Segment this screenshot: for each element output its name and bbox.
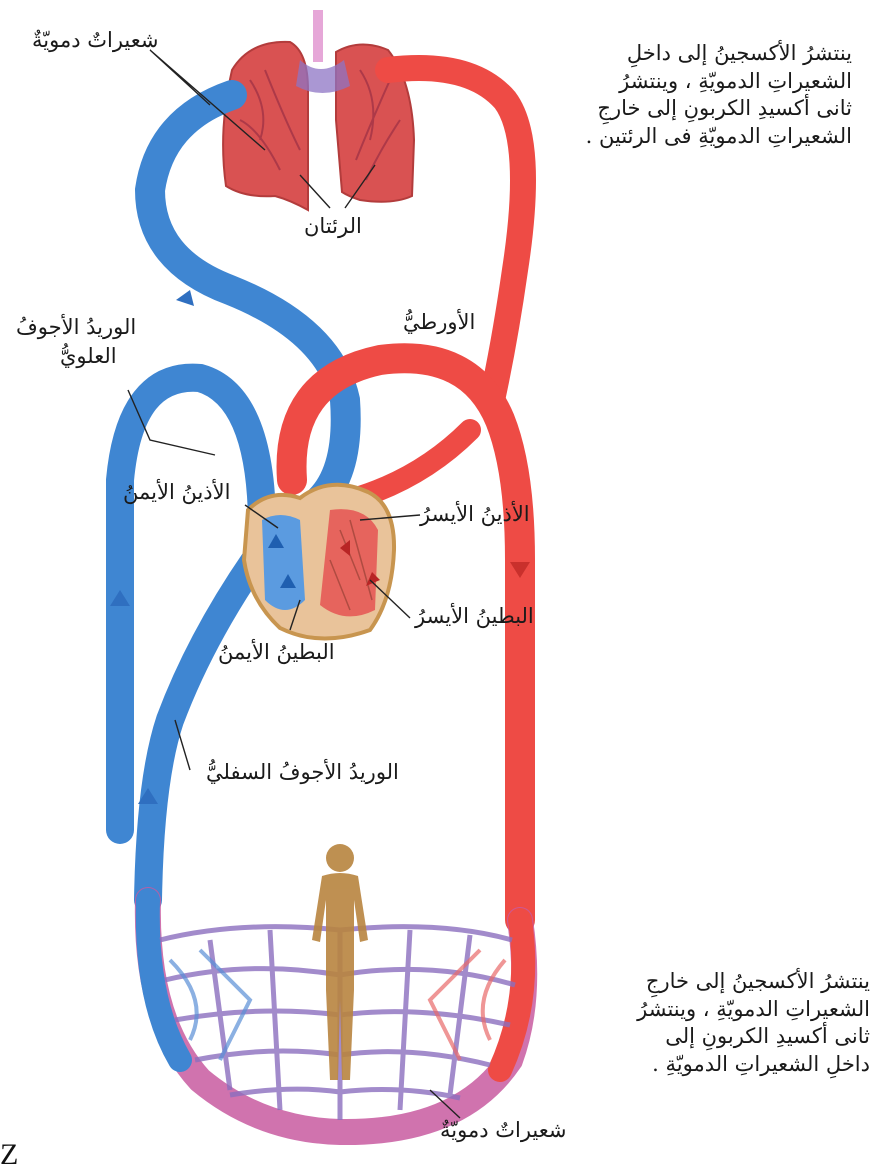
footer-text: Z xyxy=(0,1138,19,1171)
label-inferior-vena-cava: الوريدُ الأجوفُ السفليُّ xyxy=(206,760,399,784)
label-capillaries-top: شعيراتٌ دمويّةٌ xyxy=(32,28,159,52)
right-heart-chambers xyxy=(262,515,305,610)
leader-lines xyxy=(127,49,461,1119)
superior-vena-cava-loop xyxy=(106,363,276,844)
note-body-line-2: الشعيراتِ الدمويّةِ ، وينتشرُ xyxy=(637,996,870,1021)
right-lung-shape xyxy=(222,40,309,212)
note-body-line-4: داخلِ الشعيراتِ الدمويّةِ . xyxy=(652,1052,870,1077)
lung-capillary-band xyxy=(296,60,350,93)
label-right-ventricle: البطينُ الأيمنُ xyxy=(218,640,335,664)
label-right-atrium: الأذينُ الأيمنُ xyxy=(123,480,231,504)
label-superior-vena-cava-line1: الوريدُ الأجوفُ xyxy=(16,315,137,339)
aorta-branch xyxy=(339,419,481,511)
label-aorta: الأورطيُّ xyxy=(403,310,476,334)
body-capillary-network xyxy=(134,887,538,1146)
pulmonary-artery-loop xyxy=(134,80,361,515)
label-left-atrium: الأذينُ الأيسرُ xyxy=(420,502,530,526)
label-superior-vena-cava-line2: العلويُّ xyxy=(60,344,117,368)
note-lungs-line-1: ينتشرُ الأكسجينُ إلى داخلِ xyxy=(626,41,852,65)
label-capillaries-bottom: شعيراتٌ دمويّةٌ xyxy=(440,1118,567,1142)
aorta-arch xyxy=(276,343,535,935)
inferior-vena-cava xyxy=(134,546,269,914)
note-lungs-line-3: ثانى أكسيدِ الكربونِ إلى خارجِ xyxy=(597,96,852,121)
label-left-ventricle: البطينُ الأيسرُ xyxy=(415,604,534,628)
note-lungs-line-2: الشعيراتِ الدمويّةِ ، وينتشرُ xyxy=(619,68,852,93)
flow-arrows xyxy=(110,290,530,804)
note-body-exchange: ينتشرُ الأكسجينُ إلى خارجِ الشعيراتِ الد… xyxy=(588,968,870,1079)
lungs xyxy=(222,40,416,212)
pulmonary-vein-loop xyxy=(375,55,536,413)
left-lung-shape xyxy=(335,43,416,203)
label-lungs: الرئتان xyxy=(304,214,362,238)
human-silhouette xyxy=(312,844,368,1080)
trachea xyxy=(313,10,323,62)
note-body-line-1: ينتشرُ الأكسجينُ إلى خارجِ xyxy=(645,969,870,993)
note-body-line-3: ثانى أكسيدِ الكربونِ إلى xyxy=(665,1024,870,1049)
note-lungs-exchange: ينتشرُ الأكسجينُ إلى داخلِ الشعيراتِ الد… xyxy=(540,40,852,151)
left-heart-chambers xyxy=(320,509,378,617)
note-lungs-line-4: الشعيراتِ الدمويّةِ فى الرئتين . xyxy=(585,124,852,149)
heart xyxy=(241,482,397,641)
